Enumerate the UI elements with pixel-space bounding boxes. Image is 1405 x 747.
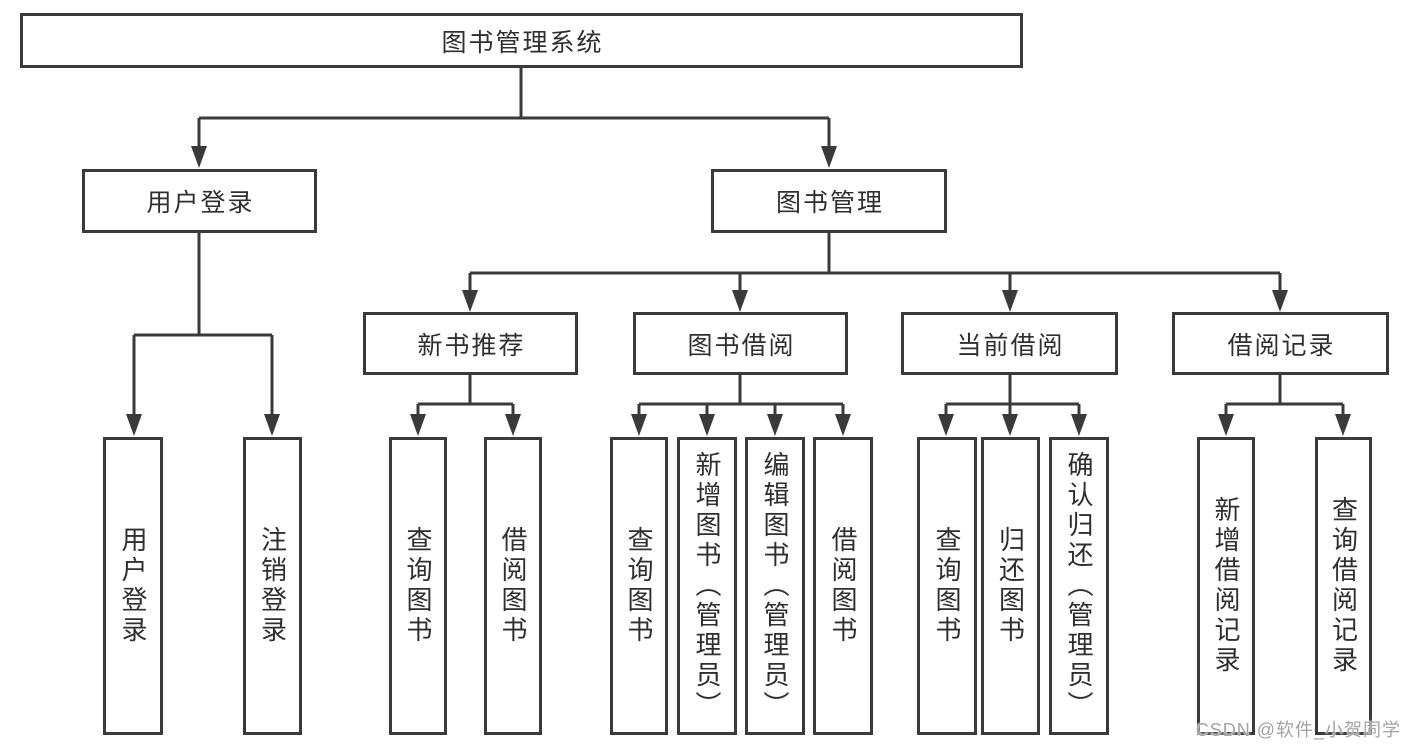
node-label: 查询图书 — [932, 526, 962, 646]
node-label: 图书管理系统 — [441, 28, 604, 57]
node-book-borrowing: 图书借阅 — [633, 312, 848, 375]
arrow-down-icon — [1272, 290, 1288, 312]
node-label: 新书推荐 — [417, 331, 526, 360]
arrow-down-icon — [191, 146, 207, 168]
arrow-down-icon — [1002, 414, 1018, 436]
arrow-down-icon — [1218, 414, 1234, 436]
node-borrowing-records: 借阅记录 — [1172, 312, 1389, 375]
node-label: 新增图书（管理员） — [692, 451, 722, 721]
arrow-down-icon — [821, 146, 837, 168]
node-label: 编辑图书（管理员） — [760, 451, 790, 721]
node-query-books-borrowing: 查询图书 — [610, 437, 668, 735]
node-edit-books-admin: 编辑图书（管理员） — [745, 437, 805, 735]
node-add-borrow-record: 新增借阅记录 — [1197, 437, 1255, 735]
arrow-down-icon — [1071, 414, 1087, 436]
node-label: 确认归还（管理员） — [1064, 451, 1094, 721]
arrow-down-icon — [410, 414, 426, 436]
node-new-book-recommendation: 新书推荐 — [363, 312, 578, 375]
node-return-books: 归还图书 — [981, 437, 1040, 735]
node-book-management: 图书管理 — [711, 169, 947, 233]
node-library-management-system: 图书管理系统 — [20, 13, 1023, 68]
node-label: 注销登录 — [257, 526, 288, 646]
node-label: 当前借阅 — [956, 331, 1065, 360]
node-query-books-current: 查询图书 — [917, 437, 977, 735]
arrow-down-icon — [505, 414, 521, 436]
node-label: 图书借阅 — [687, 331, 796, 360]
arrow-down-icon — [699, 414, 715, 436]
node-query-borrow-record: 查询借阅记录 — [1315, 437, 1372, 735]
node-query-books-recommend: 查询图书 — [389, 437, 447, 735]
node-logout-action: 注销登录 — [243, 437, 302, 735]
arrow-down-icon — [631, 414, 647, 436]
arrow-down-icon — [767, 414, 783, 436]
arrow-down-icon — [462, 290, 478, 312]
arrow-down-icon — [732, 290, 748, 312]
tree-edges — [132, 68, 1345, 418]
arrow-down-icon — [835, 414, 851, 436]
node-user-login: 用户登录 — [82, 169, 317, 233]
node-label: 用户登录 — [118, 526, 148, 646]
node-label: 图书管理 — [775, 189, 884, 217]
node-label: 用户登录 — [146, 189, 255, 217]
node-label: 借阅记录 — [1227, 331, 1336, 360]
node-add-books-admin: 新增图书（管理员） — [677, 437, 737, 735]
node-label: 新增借阅记录 — [1211, 496, 1241, 676]
node-label: 归还图书 — [995, 526, 1026, 646]
arrow-down-icon — [1335, 414, 1351, 436]
csdn-watermark: CSDN @软件_小贺同学 — [1195, 720, 1401, 740]
node-label: 查询图书 — [403, 526, 433, 646]
node-label: 查询图书 — [624, 526, 654, 646]
arrow-down-icon — [938, 414, 954, 436]
node-borrow-books-recommend: 借阅图书 — [484, 437, 542, 735]
node-borrow-books: 借阅图书 — [813, 437, 873, 735]
node-user-login-action: 用户登录 — [103, 437, 163, 735]
node-label: 借阅图书 — [498, 526, 528, 646]
node-label: 借阅图书 — [828, 526, 858, 646]
arrow-down-icon — [264, 414, 280, 436]
arrow-down-icon — [1002, 290, 1018, 312]
node-label: 查询借阅记录 — [1328, 496, 1359, 676]
node-confirm-return-admin: 确认归还（管理员） — [1049, 437, 1109, 735]
node-current-borrowing: 当前借阅 — [901, 312, 1118, 375]
arrow-down-icon — [126, 414, 142, 436]
